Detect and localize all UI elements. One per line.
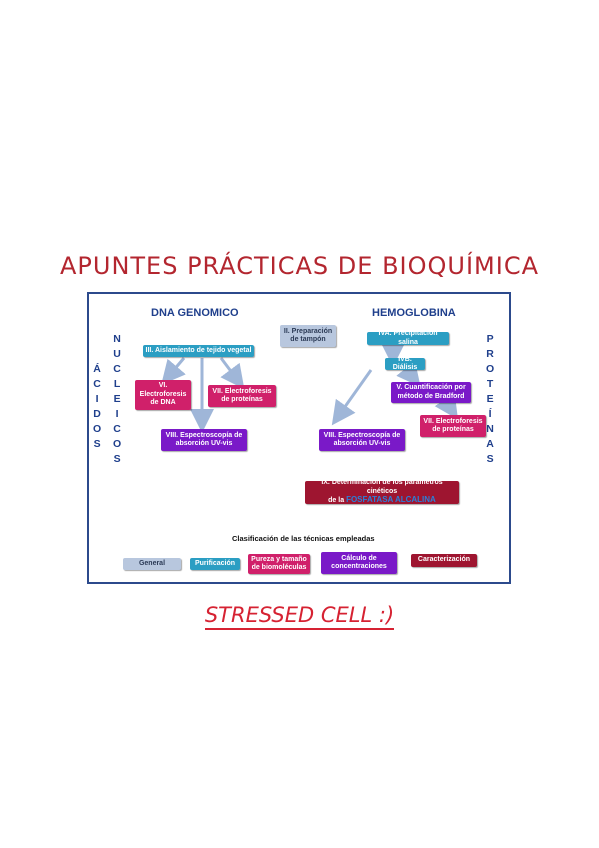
vertical-letter: C	[93, 378, 101, 390]
box-electroforesis-proteinas-right: VII. Electroforesis de proteínas	[420, 415, 486, 437]
footer-text: STRESSED CELL :)	[204, 603, 395, 630]
vertical-letter: U	[113, 348, 121, 360]
vertical-letter: O	[486, 363, 495, 375]
legend-general: General	[123, 558, 181, 570]
legend-title: Clasificación de las técnicas empleadas	[232, 534, 375, 543]
heading-dna-genomico: DNA GENOMICO	[151, 307, 239, 319]
vertical-letter: L	[113, 378, 121, 390]
arrow-bradford-to-electro	[434, 392, 458, 420]
box-preparacion-tampon: II. Preparación de tampón	[280, 325, 336, 347]
vertical-letter: S	[486, 453, 494, 465]
legend-pureza: Pureza y tamaño de biomoléculas	[248, 554, 310, 574]
box-precipitacion-salina: IVA. Precipitación salina	[367, 330, 449, 346]
flow-arrows	[161, 343, 458, 433]
vertical-letter: N	[486, 423, 494, 435]
vertical-letter: Á	[93, 363, 101, 375]
legend-purificacion: Purificación	[190, 558, 240, 570]
box-espectroscopia-left: VIII. Espectroscopía de absorción UV-vis	[161, 429, 247, 451]
cineticos-line2: de la FOSFATASA ALCALINA	[328, 496, 436, 506]
vertical-letter: N	[113, 333, 121, 345]
arrow-dialisis-to-bradford	[396, 360, 421, 388]
box-electroforesis-dna: VI. Electroforesis de DNA	[135, 380, 191, 410]
vertical-letter: R	[486, 348, 494, 360]
legend-caracterizacion: Caracterización	[411, 554, 477, 567]
legend-calculo: Cálculo de concentraciones	[321, 552, 397, 574]
vertical-letter: E	[486, 393, 494, 405]
box-espectroscopia-right: VIII. Espectroscopía de absorción UV-vis	[319, 429, 405, 451]
vertical-letter: T	[486, 378, 494, 390]
vertical-letter: C	[113, 363, 121, 375]
page-title: APUNTES PRÁCTICAS DE BIOQUÍMICA	[59, 252, 539, 280]
vertical-letter: I	[95, 393, 99, 405]
footer-signature: STRESSED CELL :)	[0, 603, 599, 630]
arrow-to-electro-prot-left	[219, 357, 245, 390]
vertical-letter: P	[486, 333, 494, 345]
vertical-letter: A	[486, 438, 494, 450]
arrow-to-electro-dna	[161, 357, 186, 385]
arrow-dialisis-to-espectro-right	[331, 369, 373, 426]
heading-hemoglobina: HEMOGLOBINA	[372, 307, 456, 319]
box-dialisis: IVB. Diálisis	[385, 356, 425, 371]
vertical-letter: S	[93, 438, 101, 450]
box-aislamiento: III. Aislamiento de tejido vegetal	[143, 345, 254, 357]
vertical-letter: Í	[488, 408, 492, 420]
box-electroforesis-proteinas-left: VII. Electroforesis de proteínas	[208, 385, 276, 407]
fosfatasa-alcalina: FOSFATASA ALCALINA	[346, 495, 436, 505]
box-bradford: V. Cuantificación por método de Bradford	[391, 382, 471, 403]
vertical-letter: I	[115, 408, 119, 420]
vertical-letter: D	[93, 408, 101, 420]
vertical-letter: C	[113, 423, 121, 435]
vertical-letter: O	[93, 423, 102, 435]
vertical-letter: E	[113, 393, 121, 405]
vertical-letter: O	[113, 438, 122, 450]
box-parametros-cineticos: IX. Determinación de los parámetros ciné…	[305, 479, 459, 506]
cineticos-line1: IX. Determinación de los parámetros ciné…	[321, 479, 443, 495]
cineticos-prefix: de la	[328, 497, 345, 505]
vertical-letter: S	[113, 453, 121, 465]
